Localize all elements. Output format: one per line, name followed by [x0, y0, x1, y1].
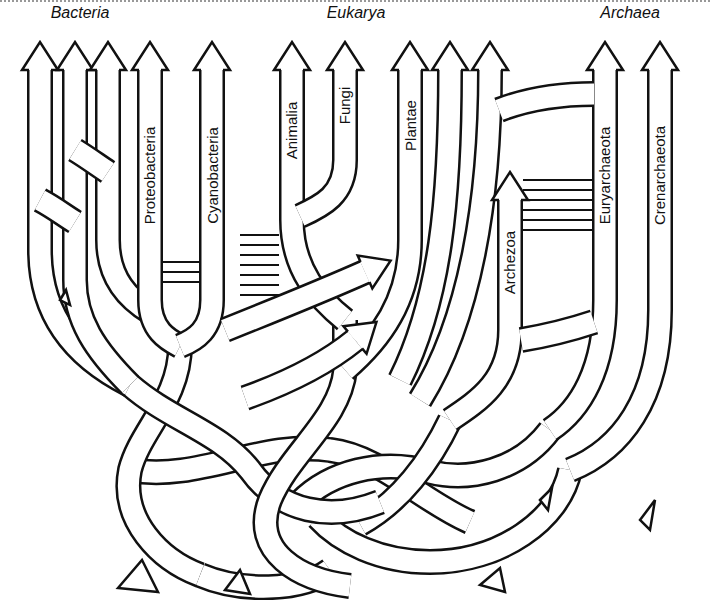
branch-label: Proteobacteria	[142, 124, 159, 226]
cross-rung	[163, 281, 199, 283]
branch-label: Cyanobacteria	[203, 125, 220, 226]
arrow-head	[392, 42, 428, 70]
arrow-head	[57, 42, 93, 70]
branch-band	[225, 244, 398, 330]
branch-label: Plantae	[402, 98, 419, 153]
arrow-head	[492, 172, 528, 200]
cross-rung	[240, 244, 279, 246]
branch-band	[180, 42, 230, 346]
branch-outline	[521, 322, 594, 340]
cross-rung	[240, 234, 279, 236]
branch-fill	[225, 272, 365, 330]
branch-fill	[521, 322, 594, 340]
arrow-head	[274, 42, 310, 70]
branch-group	[22, 42, 678, 594]
branch-fill	[499, 94, 594, 110]
cross-rung	[523, 229, 592, 231]
arrow-head	[472, 42, 508, 70]
cross-rung	[523, 209, 592, 211]
branch-fill	[570, 70, 660, 470]
arrow-head	[90, 42, 126, 70]
branch-label: Archezoa	[502, 228, 519, 295]
branch-band	[499, 94, 594, 110]
arrow-head	[343, 308, 388, 354]
domain-heading: Eukarya	[327, 5, 386, 21]
cross-rung	[523, 199, 592, 201]
cross-rung	[163, 271, 199, 273]
cross-rung	[240, 254, 279, 256]
branch-label: Fungi	[337, 84, 354, 126]
branch-outline	[245, 340, 355, 398]
branch-label: Euryarchaeota	[597, 124, 614, 226]
arrow-head	[432, 42, 468, 70]
branch-band	[245, 308, 388, 398]
branch-fill	[75, 150, 108, 172]
branch-band	[75, 150, 108, 172]
arrow-head	[642, 42, 678, 70]
fragment-shape	[640, 500, 655, 530]
branch-outline	[40, 200, 75, 222]
domain-heading: Bacteria	[51, 5, 110, 21]
cross-rung	[523, 189, 592, 191]
branch-outline	[225, 272, 365, 330]
cross-rung	[163, 261, 199, 263]
arrow-head	[132, 42, 168, 70]
branch-band	[450, 172, 528, 420]
arrow-head	[358, 244, 398, 288]
cross-rung	[240, 294, 279, 296]
branch-fill	[40, 200, 75, 222]
branch-outline	[499, 94, 594, 110]
branch-label: Animalia	[284, 99, 301, 161]
arrow-head	[22, 42, 58, 70]
branch-outline	[570, 70, 660, 470]
fragment-shape	[118, 560, 158, 592]
branch-band	[521, 322, 594, 340]
fragment-shape	[480, 568, 505, 592]
arrow-head	[587, 42, 623, 70]
fragment-shape	[60, 290, 70, 305]
cross-rung	[523, 179, 592, 181]
branch-band	[132, 42, 180, 346]
arrow-head	[194, 42, 230, 70]
fragment-shape	[225, 570, 250, 594]
branch-label: Crenarchaeota	[651, 123, 668, 226]
branch-band	[300, 42, 363, 216]
branch-outline	[75, 150, 108, 172]
fragment-shape	[540, 488, 552, 510]
domain-heading: Archaea	[600, 5, 660, 21]
cross-rung	[240, 284, 279, 286]
cross-rung	[240, 264, 279, 266]
branch-fill	[245, 340, 355, 398]
top-border	[0, 1, 710, 2]
cross-rung	[523, 219, 592, 221]
branch-band	[40, 200, 75, 222]
arrow-head	[327, 42, 363, 70]
cross-rung	[240, 274, 279, 276]
